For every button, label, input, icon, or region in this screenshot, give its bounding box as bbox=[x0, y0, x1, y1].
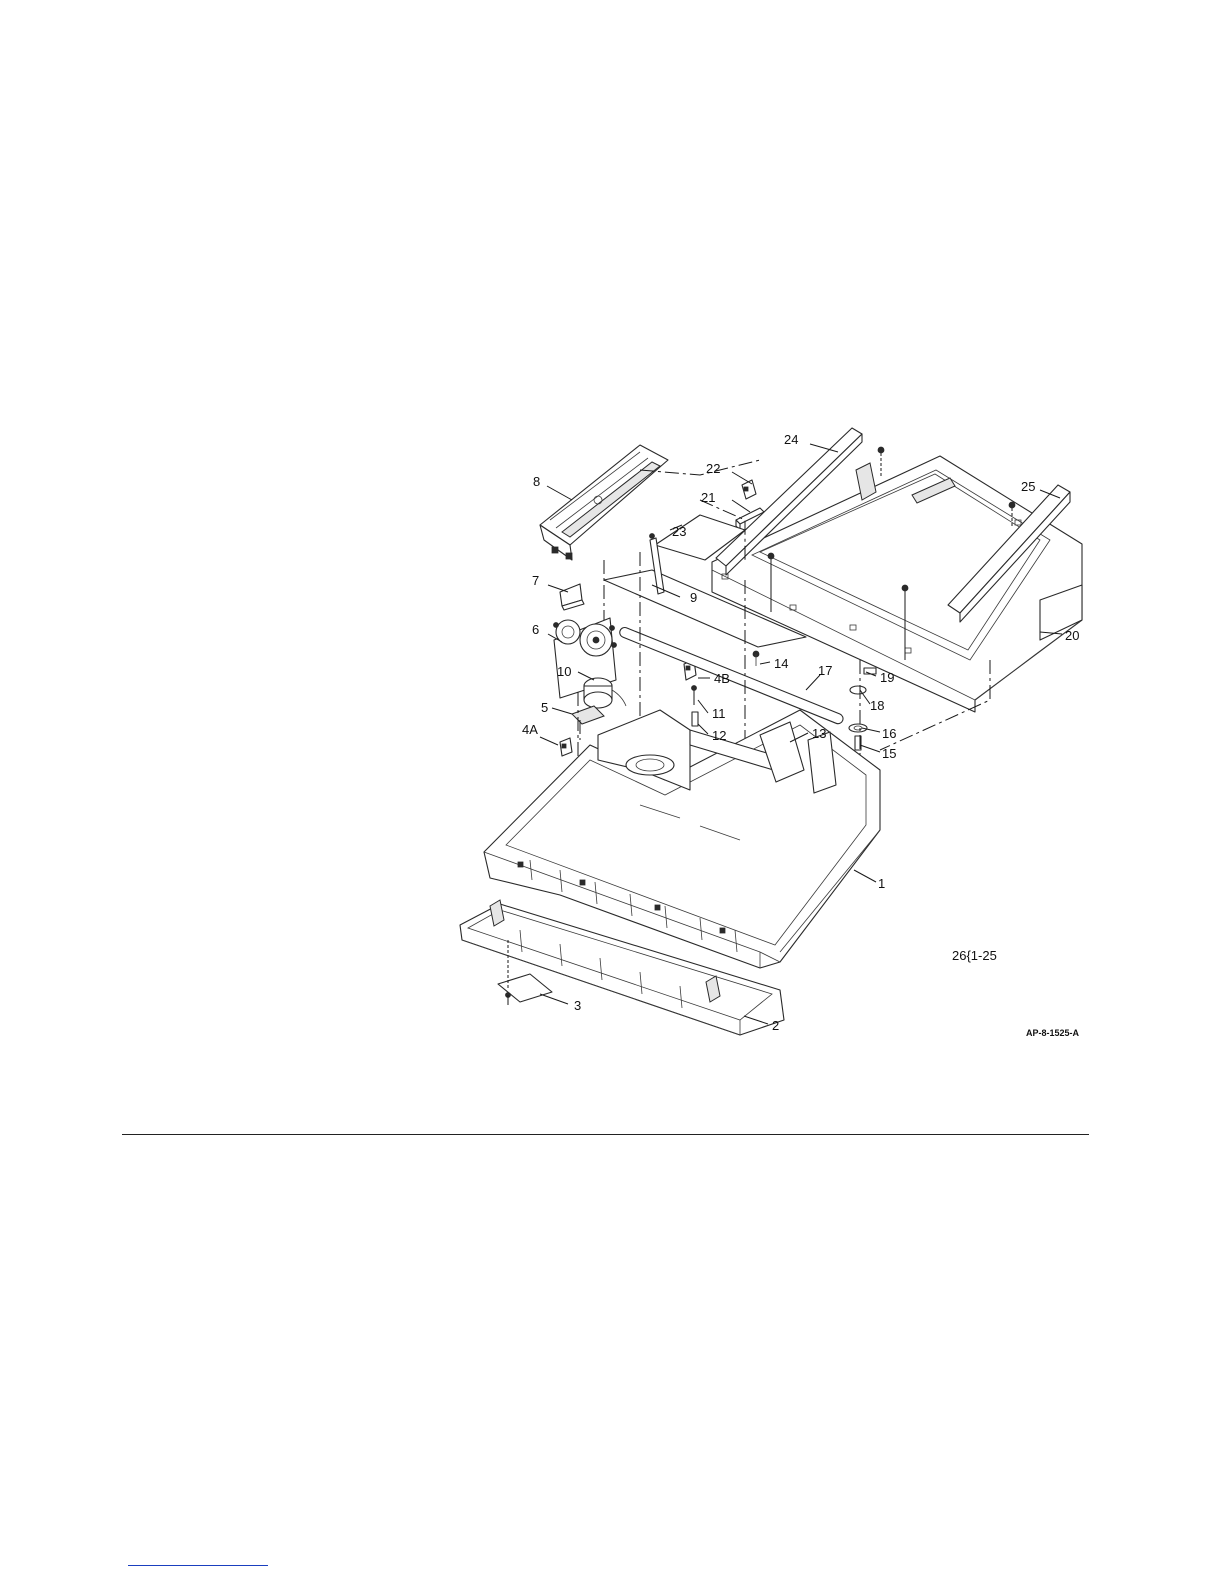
callout-24: 24 bbox=[784, 432, 798, 447]
callout-8: 8 bbox=[533, 474, 540, 489]
callout-4b: 4B bbox=[714, 671, 730, 686]
callout-25: 25 bbox=[1021, 479, 1035, 494]
callout-7: 7 bbox=[532, 573, 539, 588]
spring-part-12 bbox=[692, 712, 698, 726]
callout-5: 5 bbox=[541, 700, 548, 715]
callout-3: 3 bbox=[574, 998, 581, 1013]
bracket-part-22 bbox=[742, 480, 756, 499]
pad-part-5 bbox=[572, 706, 604, 724]
callout-16: 16 bbox=[882, 726, 896, 741]
belt-part-17 bbox=[618, 626, 844, 725]
callout-13: 13 bbox=[812, 726, 826, 741]
bracket-part-7 bbox=[560, 584, 584, 610]
callout-10: 10 bbox=[557, 664, 571, 679]
callout-4a: 4A bbox=[522, 722, 538, 737]
callout-2: 2 bbox=[772, 1018, 779, 1033]
callout-6: 6 bbox=[532, 622, 539, 637]
callout-19: 19 bbox=[880, 670, 894, 685]
callout-9: 9 bbox=[690, 590, 697, 605]
motor-part-10 bbox=[584, 678, 626, 708]
callout-11: 11 bbox=[712, 706, 726, 721]
callout-23: 23 bbox=[672, 524, 686, 539]
spring-part-11 bbox=[692, 686, 697, 706]
pulley-part-18 bbox=[850, 686, 866, 694]
callout-17: 17 bbox=[818, 663, 832, 678]
callout-14: 14 bbox=[774, 656, 788, 671]
callout-20: 20 bbox=[1065, 628, 1079, 643]
callout-15: 15 bbox=[882, 746, 896, 761]
footer-link-underline[interactable] bbox=[128, 1565, 268, 1566]
figure-id: AP-8-1525-A bbox=[1026, 1028, 1080, 1038]
callout-1: 1 bbox=[878, 876, 885, 891]
assembly-reference: 26{1-25 bbox=[952, 948, 997, 963]
scanner-carriage-part-8 bbox=[540, 445, 668, 560]
sensor-part-4a bbox=[560, 738, 572, 756]
clip-part-14 bbox=[753, 651, 759, 666]
callout-12: 12 bbox=[712, 728, 726, 743]
callout-18: 18 bbox=[870, 698, 884, 713]
callout-21: 21 bbox=[701, 490, 715, 505]
callout-22: 22 bbox=[706, 461, 720, 476]
page-divider bbox=[122, 1134, 1089, 1135]
scanner-frame-part-20 bbox=[712, 456, 1082, 712]
